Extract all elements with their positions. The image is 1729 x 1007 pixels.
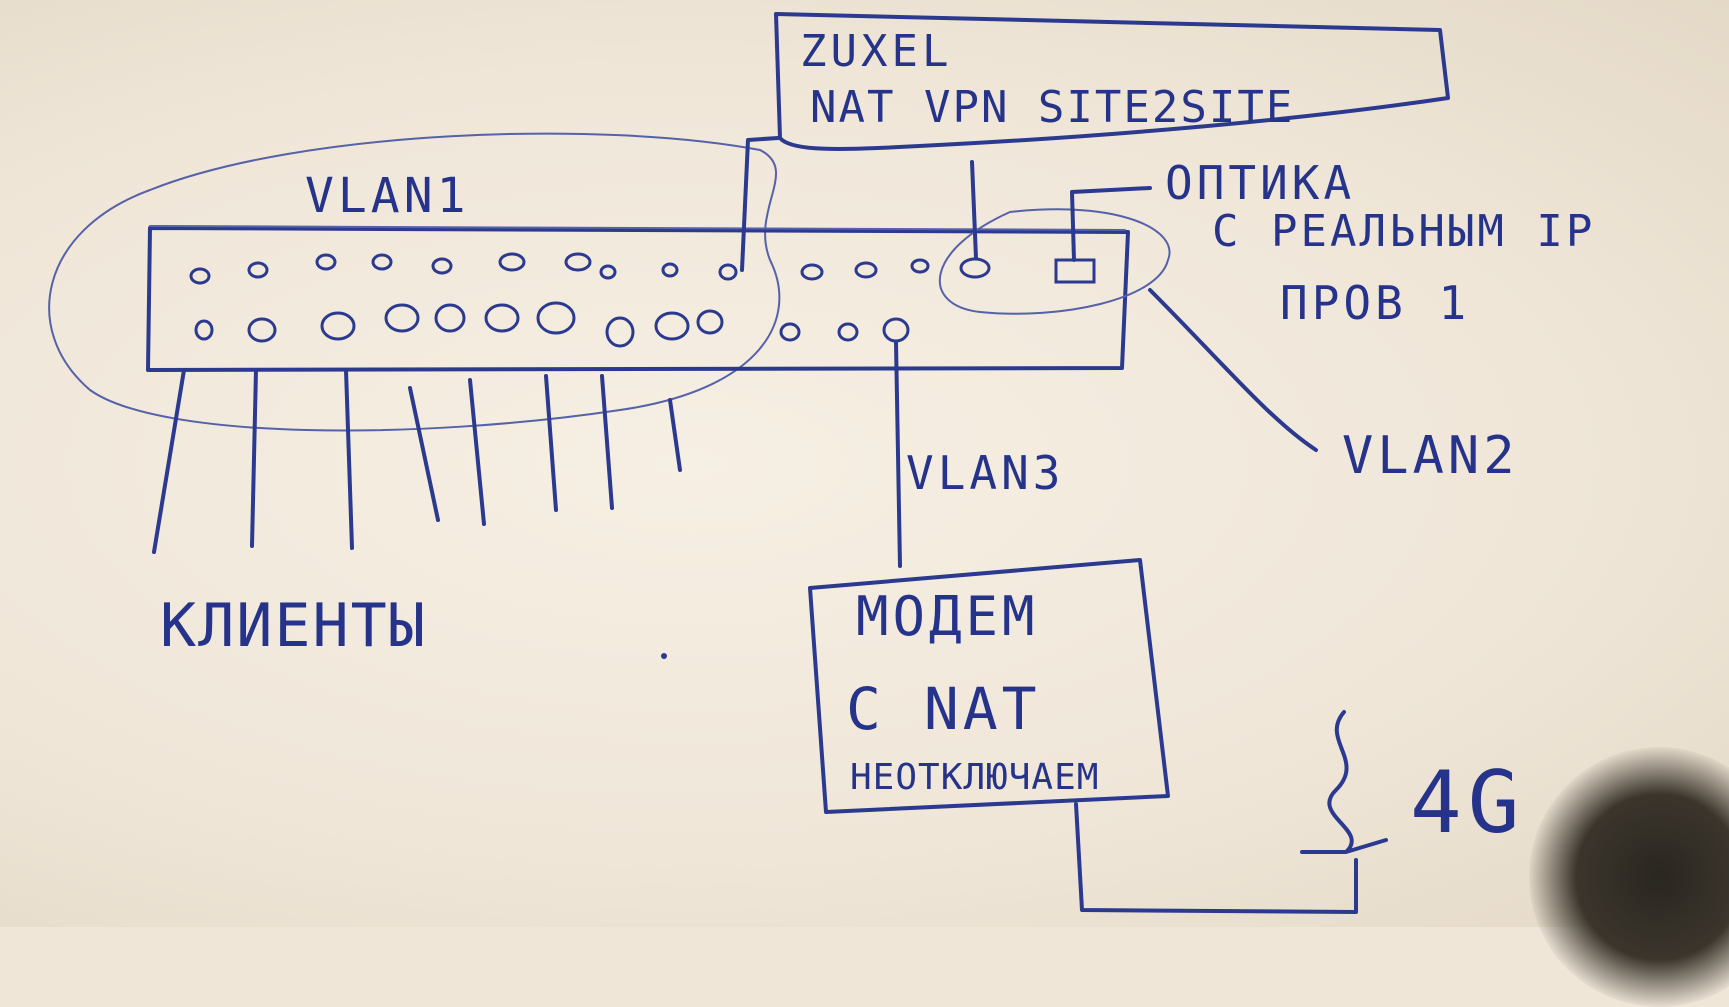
- vlan2-leader: [1148, 288, 1318, 452]
- clients-label: КЛИЕНТЫ: [160, 591, 427, 661]
- router-features: NAT VPN SITE2SITE: [810, 82, 1295, 133]
- fiber-port: [1054, 258, 1096, 284]
- switch-top-edge: [149, 225, 1126, 231]
- modem-label-line2: С NAT: [846, 675, 1041, 743]
- fiber-label-line3: ПРОВ 1: [1280, 276, 1471, 330]
- modem-label-line1: МОДЕМ: [856, 585, 1039, 648]
- switch-ports-top: [189, 252, 930, 285]
- router-uplink-wire: [970, 160, 978, 260]
- vlan2-label: VLAN2: [1342, 426, 1519, 486]
- antenna-squiggle: [1300, 710, 1388, 854]
- switch-ports-bottom: [194, 301, 910, 348]
- modem-box: [808, 558, 1170, 814]
- client-wires: [152, 368, 682, 554]
- router-uplink-port: [959, 257, 991, 279]
- fiber-label-line1: ОПТИКА: [1165, 156, 1356, 210]
- fiber-wire: [1070, 186, 1152, 262]
- vlan3-label: VLAN3: [906, 446, 1065, 500]
- modem-4g-wire: [1074, 802, 1358, 914]
- router-vlan1-wire: [740, 136, 780, 272]
- router-box: [774, 12, 1450, 151]
- ink-dot: [661, 653, 667, 659]
- cellular-label: 4G: [1410, 753, 1526, 853]
- network-diagram-sketch: [48, 12, 1450, 914]
- switch-body: [146, 226, 1130, 372]
- router-name: ZUXEL: [800, 26, 953, 77]
- modem-label-line3: НЕОТКЛЮЧАЕМ: [850, 757, 1100, 798]
- uplink-group-boundary: [938, 208, 1171, 315]
- vlan3-wire: [894, 340, 902, 568]
- fiber-label-line2: С РЕАЛЬНЫМ IP: [1212, 206, 1596, 257]
- vlan1-label: VLAN1: [305, 168, 470, 224]
